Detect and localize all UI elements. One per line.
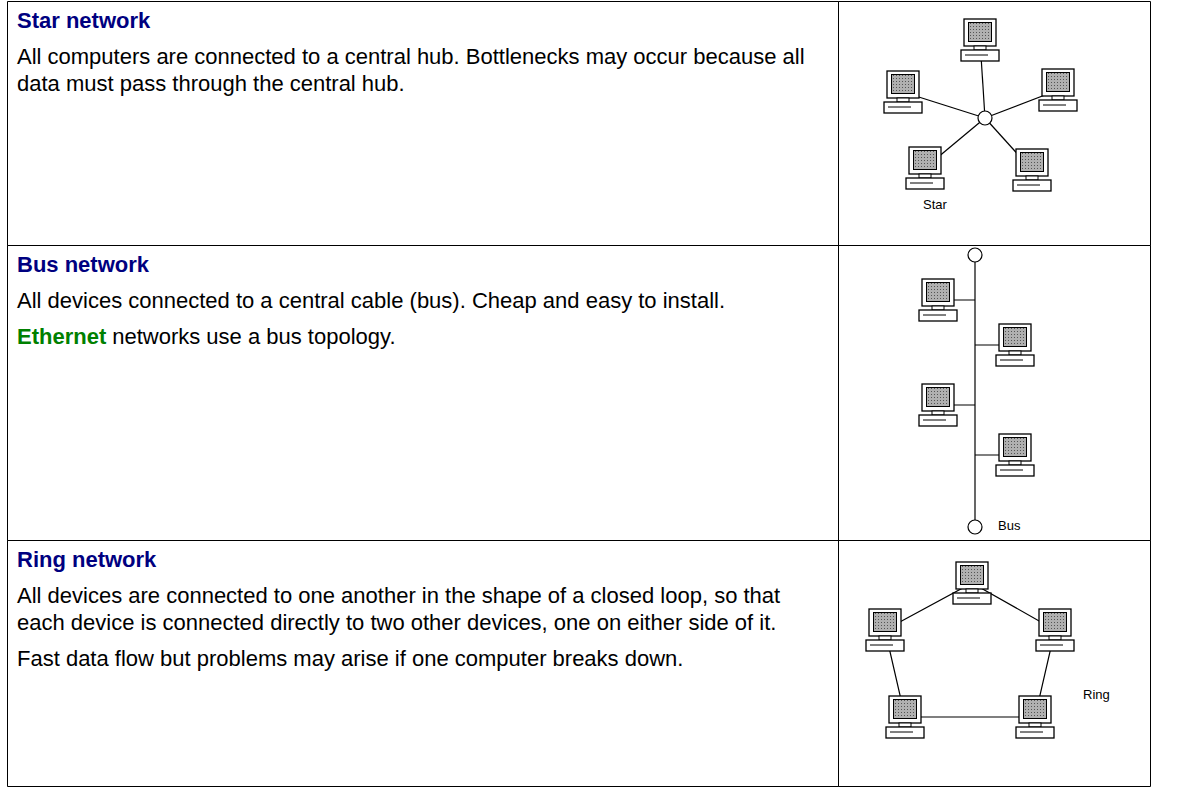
computer-icon (953, 562, 991, 604)
table-rule (838, 246, 839, 541)
bus-picture-cell: Bus (838, 245, 1150, 540)
topology-heading: Ring network (17, 547, 156, 572)
description-text: Fast data flow but problems may arise if… (17, 646, 683, 671)
text-paragraph: Ethernetnetworks use a bus topology. (17, 323, 828, 350)
terminator-symbol (968, 520, 982, 534)
table-rule (838, 2, 839, 246)
table-rule (838, 2, 839, 246)
bus-cell: Bus networkAll devices connected to a ce… (7, 245, 838, 540)
description-text: All devices are connected to one another… (17, 583, 780, 635)
description-text: All devices connected to a central cable… (17, 288, 725, 313)
table-rule (1150, 2, 1151, 246)
diagram-label: Bus (998, 518, 1020, 533)
table-rule (8, 540, 839, 541)
computer-icon (884, 71, 922, 113)
topology-heading: Bus network (17, 252, 149, 277)
text-paragraph: Star network (17, 7, 828, 34)
table-rule (839, 1, 1151, 2)
table-rule (839, 245, 1151, 246)
hub-symbol (978, 111, 992, 125)
description-text: Ethernet (17, 324, 106, 349)
table-rule (1150, 246, 1151, 541)
computer-icon (886, 696, 924, 738)
ring-cell: Ring networkAll devices are connected to… (7, 540, 838, 786)
text-paragraph: Fast data flow but problems may arise if… (17, 645, 828, 672)
text-paragraph: All computers are connected to a central… (17, 43, 828, 97)
table-rule (839, 245, 1151, 246)
table-rule (8, 245, 839, 246)
table-rule (1150, 541, 1151, 787)
table-rule (8, 786, 839, 787)
ring-picture-cell: Ring (838, 540, 1150, 786)
star-cell: Star networkAll computers are connected … (7, 1, 838, 245)
table-rule (839, 540, 1151, 541)
table-rule (839, 786, 1151, 787)
table-rule (838, 246, 839, 541)
table-rule (838, 541, 839, 787)
terminator-symbol (968, 248, 982, 262)
computer-icon (919, 384, 957, 426)
table-rule (8, 540, 839, 541)
text-paragraph: All devices connected to a central cable… (17, 287, 828, 314)
diagram-label: Ring (1083, 687, 1110, 702)
computer-icon (866, 609, 904, 651)
table-rule (7, 246, 8, 541)
computer-icon (919, 279, 957, 321)
computer-icon (1016, 696, 1054, 738)
computer-icon (1013, 149, 1051, 191)
table-rule (8, 245, 839, 246)
description-text: networks use a bus topology. (112, 324, 395, 349)
computer-icon (1036, 609, 1074, 651)
topology-heading: Star network (17, 8, 150, 33)
computer-icon (1039, 69, 1077, 111)
table-rule (838, 541, 839, 787)
computer-icon (996, 324, 1034, 366)
table-rule (7, 541, 8, 787)
text-paragraph: All devices are connected to one another… (17, 582, 828, 636)
computer-icon (996, 434, 1034, 476)
text-paragraph: Bus network (17, 251, 828, 278)
table-rule (8, 1, 839, 2)
computer-icon (961, 19, 999, 61)
computer-icon (906, 147, 944, 189)
diagram-label: Star (923, 197, 947, 212)
description-text: All computers are connected to a central… (17, 44, 805, 96)
text-paragraph: Ring network (17, 546, 828, 573)
table-grid (8, 2, 1151, 787)
star-picture-cell: Star (838, 1, 1150, 245)
table-rule (839, 540, 1151, 541)
table-rule (7, 2, 8, 246)
